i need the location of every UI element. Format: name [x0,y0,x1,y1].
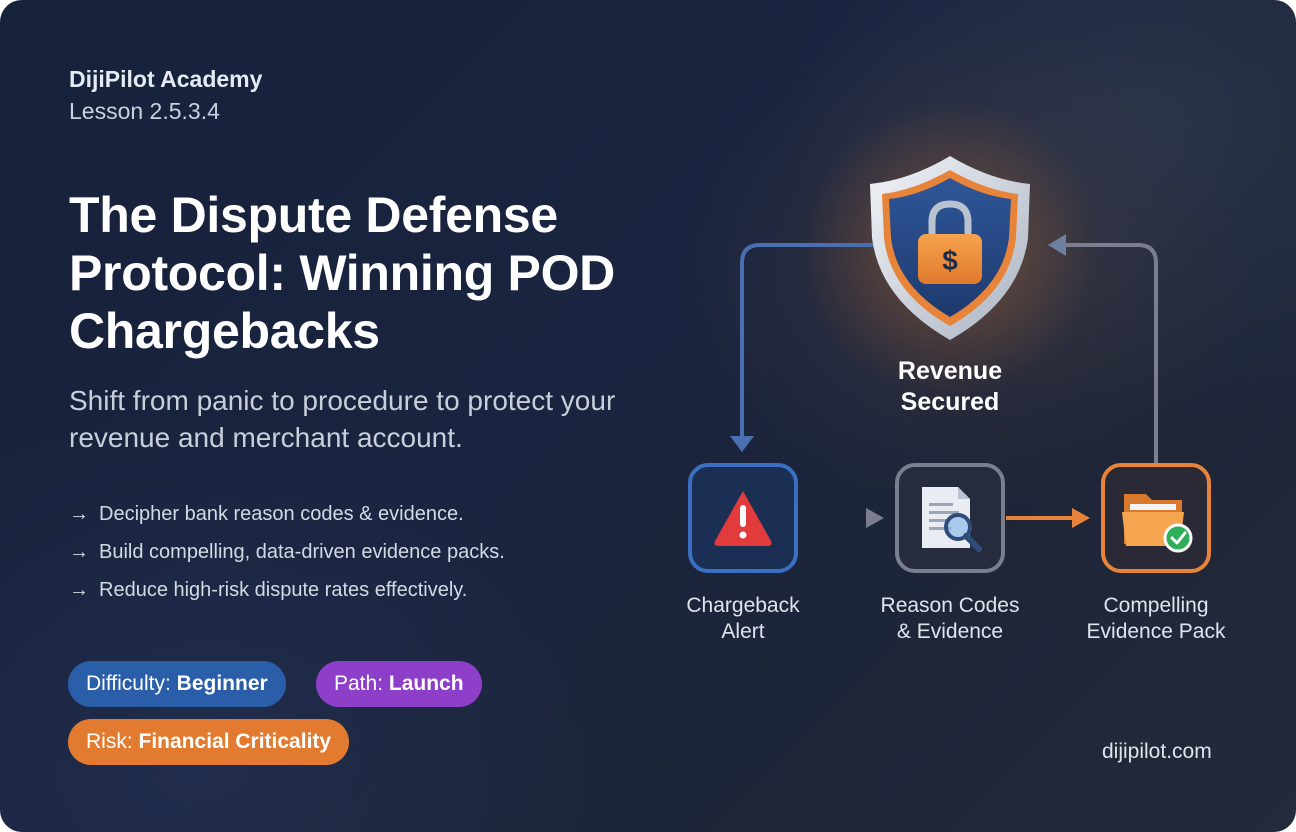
document-search-icon [922,487,982,552]
risk-value: Financial Criticality [138,730,332,753]
revenue-secured-label: Revenue Secured [850,356,1050,418]
arrow-right-icon: → [69,579,89,601]
bullet-text: Reduce high-risk dispute rates effective… [99,579,468,601]
path-value: Launch [388,672,464,695]
risk-badge: Risk: Financial Criticality [68,719,350,765]
list-item: → Build compelling, data-driven evidence… [69,541,505,579]
warning-triangle-icon [714,491,772,546]
center-label-line1: Revenue [897,357,1003,385]
arrow-right-icon: → [69,503,89,525]
path-badge: Path: Launch [316,661,482,707]
footer-url[interactable]: dijipilot.com [1102,740,1212,763]
arrow-right-icon: → [69,541,89,563]
subtitle: Shift from panic to procedure to protect… [69,385,616,453]
difficulty-value: Beginner [176,672,268,695]
arrow-codes-to-pack [1006,508,1090,528]
svg-text:$: $ [942,245,958,276]
reason-codes-node [895,463,1005,573]
evidence-pack-node [1101,463,1211,573]
bullet-text: Decipher bank reason codes & evidence. [99,503,464,525]
shield-lock-dollar-icon: $ [870,156,1030,340]
list-item: → Decipher bank reason codes & evidence. [69,503,505,541]
brand-name: DijiPilot Academy [69,66,263,92]
chargeback-alert-label: Chargeback Alert [663,593,823,645]
lesson-number: Lesson 2.5.3.4 [69,98,220,124]
node-label-line1: Chargeback [686,594,800,617]
risk-label: Risk: [86,730,133,753]
node-label-line2: Alert [721,620,765,643]
list-item: → Reduce high-risk dispute rates effecti… [69,579,505,617]
node-label-line2: Evidence Pack [1086,620,1226,643]
bullet-list: → Decipher bank reason codes & evidence.… [69,503,505,617]
connector-shield-to-alert [730,243,874,452]
center-label-line2: Secured [900,388,1000,416]
node-label-line1: Reason Codes [880,594,1020,617]
chargeback-alert-node [688,463,798,573]
difficulty-badge: Difficulty: Beginner [68,661,286,707]
difficulty-label: Difficulty: [86,672,171,695]
evidence-pack-label: Compelling Evidence Pack [1066,593,1246,645]
bullet-text: Build compelling, data-driven evidence p… [99,541,505,563]
folder-check-icon [1122,494,1193,553]
page-title: The Dispute Defense Protocol: Winning PO… [69,187,615,359]
reason-codes-label: Reason Codes & Evidence [860,593,1040,645]
path-label: Path: [334,672,384,695]
node-label-line2: & Evidence [896,620,1004,643]
node-label-line1: Compelling [1103,594,1209,617]
connector-pack-to-shield [1048,234,1158,464]
arrow-alert-to-codes [800,508,884,528]
